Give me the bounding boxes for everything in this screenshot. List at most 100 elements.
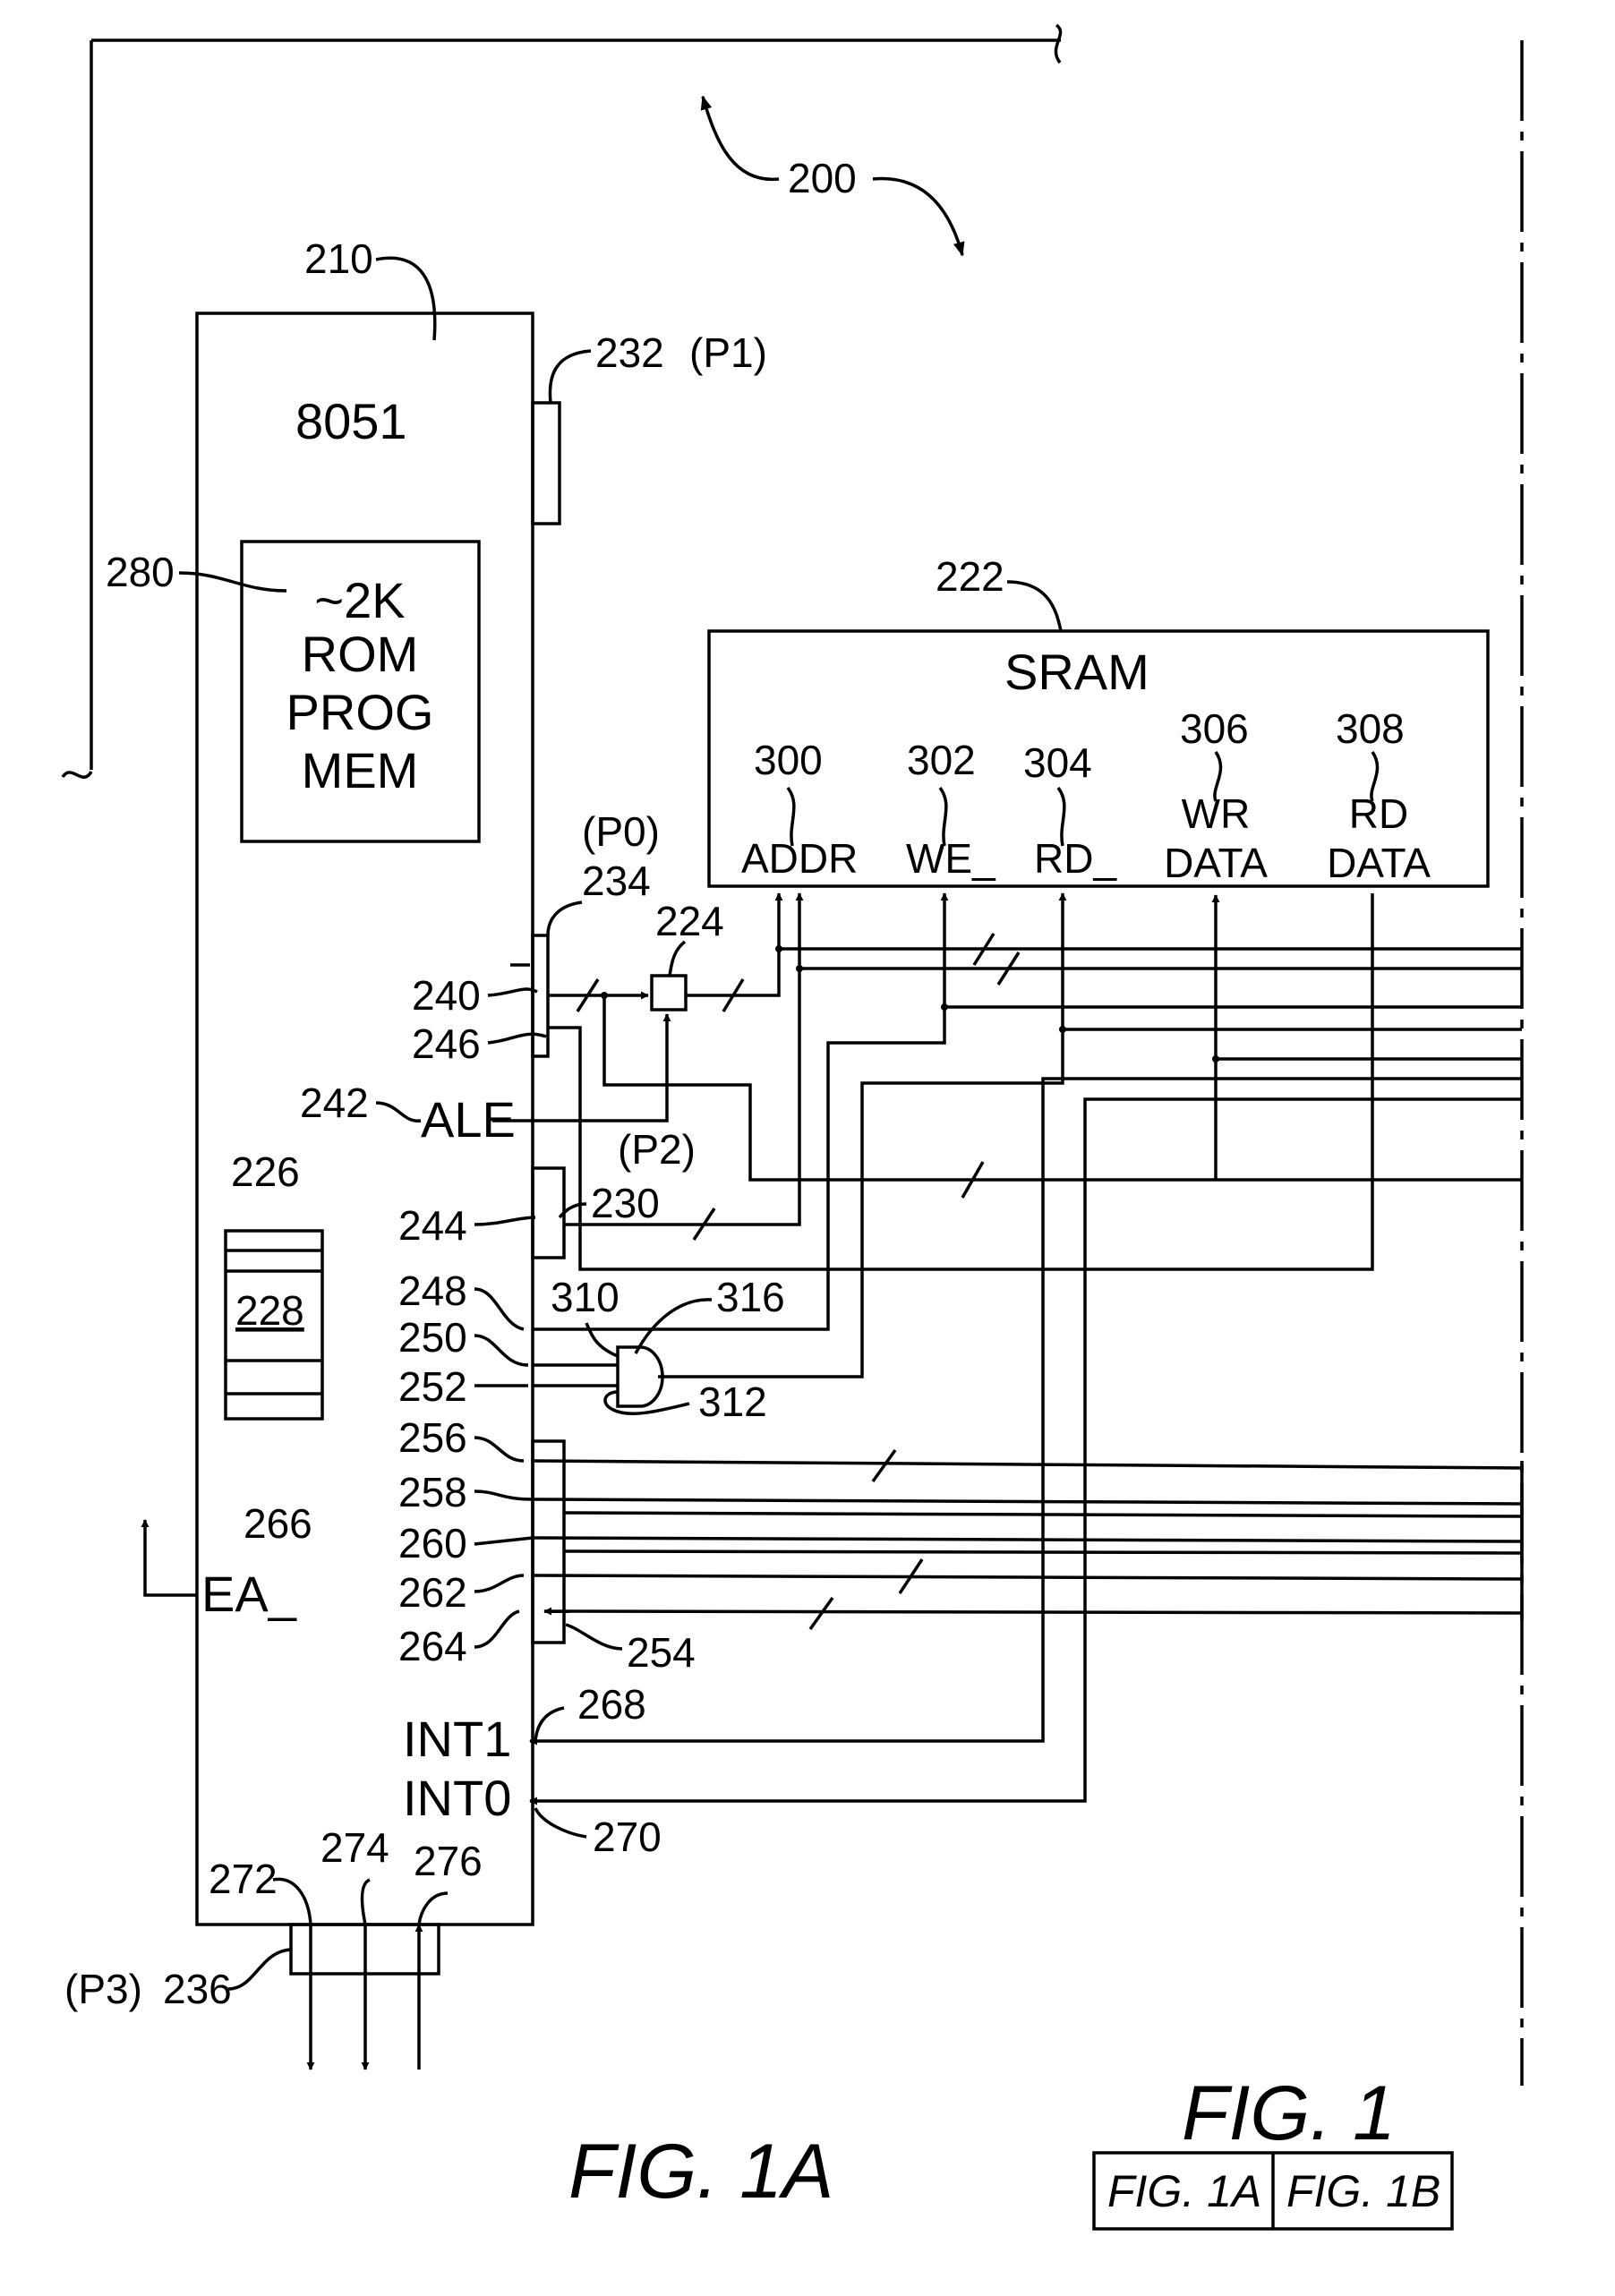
- ref-316: 316: [716, 1274, 785, 1320]
- ref-310: 310: [551, 1274, 620, 1320]
- ref-228: 228: [235, 1287, 304, 1334]
- ref-258: 258: [398, 1469, 467, 1515]
- leader-234: [546, 900, 583, 936]
- rom-line-3: PROG: [286, 684, 434, 740]
- leader-272: [272, 1877, 312, 1925]
- frame-left-line: [61, 40, 93, 779]
- ref-222: 222: [936, 553, 1004, 600]
- bus-slash-240: [576, 978, 600, 1012]
- rom-line-4: MEM: [302, 742, 419, 798]
- ref-210: 210: [304, 235, 373, 282]
- leader-316: [634, 1298, 713, 1354]
- wire-gate-to-rd: [658, 892, 1067, 1378]
- ref-270: 270: [593, 1814, 662, 1860]
- leader-280: [178, 571, 287, 593]
- rom-program-memory: [240, 540, 481, 843]
- int0-label: INT0: [403, 1770, 511, 1826]
- latch-to-addr: [686, 892, 783, 997]
- ref-302: 302: [907, 737, 976, 783]
- ref-276: 276: [414, 1838, 483, 1884]
- bus-slash-240-loop: [961, 1161, 985, 1199]
- wire-int0-to-1b: [529, 1097, 1522, 1805]
- leader-244: [474, 1216, 536, 1226]
- bus-slash-addr-a: [972, 933, 995, 966]
- int1-label: INT1: [403, 1711, 511, 1767]
- rd-data-line-2: DATA: [1327, 840, 1431, 886]
- ref-262: 262: [398, 1569, 467, 1616]
- port-p3-label: (P3): [64, 1966, 142, 2012]
- we-label: WE_: [906, 835, 996, 882]
- sram-block: [707, 629, 1490, 888]
- leader-236: [227, 1948, 292, 1991]
- port-p1: [531, 401, 561, 525]
- ref-242: 242: [300, 1080, 369, 1126]
- leader-224: [668, 940, 687, 977]
- leader-304: [1056, 786, 1066, 847]
- ref-254: 254: [627, 1629, 696, 1676]
- leader-230: [558, 1202, 587, 1219]
- wire-258b: [563, 1511, 1523, 1518]
- ref-246: 246: [412, 1020, 481, 1067]
- system-leader-right: [872, 176, 965, 257]
- leader-250: [474, 1334, 529, 1367]
- ref-236: 236: [163, 1966, 232, 2012]
- wire-int1-to-1b: [529, 1077, 1522, 1745]
- leader-232: [548, 349, 592, 404]
- bus-slash-244: [692, 1208, 716, 1241]
- leader-240: [487, 987, 538, 997]
- leader-310: [585, 1322, 619, 1358]
- ref-264: 264: [398, 1623, 467, 1669]
- leader-254: [565, 1623, 623, 1651]
- leader-308: [1370, 751, 1380, 802]
- port-block-254: [531, 1439, 566, 1644]
- bus-slash-264: [808, 1596, 834, 1631]
- wire-260b: [563, 1549, 1523, 1555]
- figure-title: FIG. 1A: [568, 2129, 833, 2215]
- wire-248-to-we: [533, 892, 949, 1331]
- ale-label: ALE: [421, 1091, 516, 1148]
- leader-258: [474, 1489, 534, 1501]
- wire-262: [532, 1574, 1523, 1581]
- ref-306: 306: [1180, 705, 1249, 752]
- leader-262: [474, 1574, 525, 1593]
- ea-label: EA_: [201, 1566, 297, 1622]
- leader-242: [375, 1101, 422, 1122]
- ale-to-latch: [492, 1013, 671, 1122]
- ref-312: 312: [698, 1378, 767, 1425]
- port-p2: [531, 1166, 566, 1259]
- leader-260: [474, 1536, 534, 1546]
- leader-274: [360, 1878, 371, 1925]
- ref-266: 266: [244, 1500, 312, 1547]
- ref-234: 234: [582, 858, 651, 904]
- register-stack: [224, 1229, 324, 1421]
- wire-260: [532, 1536, 1523, 1543]
- ref-240: 240: [412, 972, 481, 1019]
- wire-240-loop: [602, 995, 1522, 1182]
- rom-line-2: ROM: [302, 626, 419, 682]
- rd-label: RD_: [1034, 835, 1117, 882]
- wire-264: [543, 1607, 1523, 1616]
- figure-key-right: FIG. 1B: [1286, 2166, 1440, 2216]
- and-gate-310: [616, 1345, 664, 1408]
- bus-slash-latch: [722, 978, 745, 1012]
- leader-210: [375, 256, 437, 341]
- wr-data-line-2: DATA: [1164, 840, 1268, 886]
- ea-arrow: [141, 1519, 197, 1597]
- port-p2-label: (P2): [618, 1126, 696, 1173]
- ref-300: 300: [754, 737, 823, 783]
- system-leader-left: [700, 95, 780, 182]
- ref-260: 260: [398, 1520, 467, 1566]
- address-latch: [650, 974, 688, 1011]
- ref-252: 252: [398, 1363, 467, 1410]
- figure-overall-title: FIG. 1: [1182, 2070, 1396, 2156]
- port-p1-label: (P1): [689, 329, 767, 376]
- ref-274: 274: [320, 1824, 389, 1871]
- leader-256: [474, 1436, 525, 1463]
- wire-244-to-addr: [564, 892, 804, 1226]
- ref-272: 272: [209, 1856, 278, 1902]
- leader-302: [938, 786, 948, 847]
- port-p0-label: (P0): [582, 808, 660, 855]
- ref-250: 250: [398, 1314, 467, 1361]
- ref-224: 224: [655, 898, 724, 944]
